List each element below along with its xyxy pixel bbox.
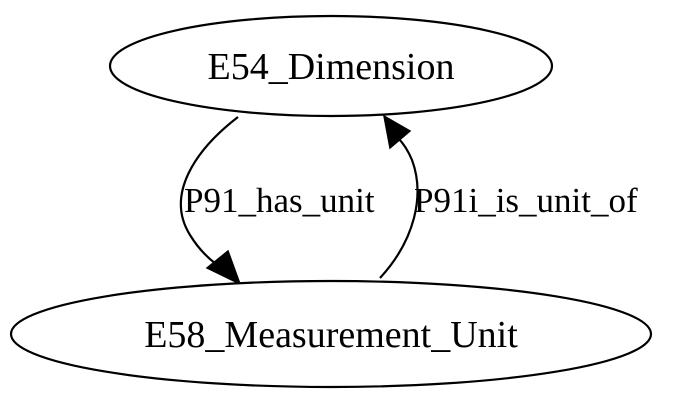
node-e58-measurement-unit-ellipse bbox=[9, 279, 653, 389]
edge-is-unit-of: P91i_is_unit_of bbox=[379, 114, 638, 279]
node-e54-dimension-ellipse bbox=[108, 14, 554, 118]
node-e54-dimension[interactable]: E54_Dimension bbox=[108, 14, 554, 118]
edge-is-unit-of-line bbox=[379, 137, 419, 279]
edge-is-unit-of-label: P91i_is_unit_of bbox=[414, 181, 638, 220]
node-e58-measurement-unit-label: E58_Measurement_Unit bbox=[144, 314, 518, 356]
node-e58-measurement-unit[interactable]: E58_Measurement_Unit bbox=[9, 279, 653, 389]
edge-has-unit-arrowhead bbox=[205, 249, 242, 286]
edge-has-unit: P91_has_unit bbox=[179, 116, 375, 286]
node-e54-dimension-label: E54_Dimension bbox=[208, 46, 455, 88]
edge-is-unit-of-arrowhead bbox=[382, 114, 412, 150]
edge-has-unit-label: P91_has_unit bbox=[184, 181, 375, 220]
edge-has-unit-line bbox=[179, 116, 239, 265]
